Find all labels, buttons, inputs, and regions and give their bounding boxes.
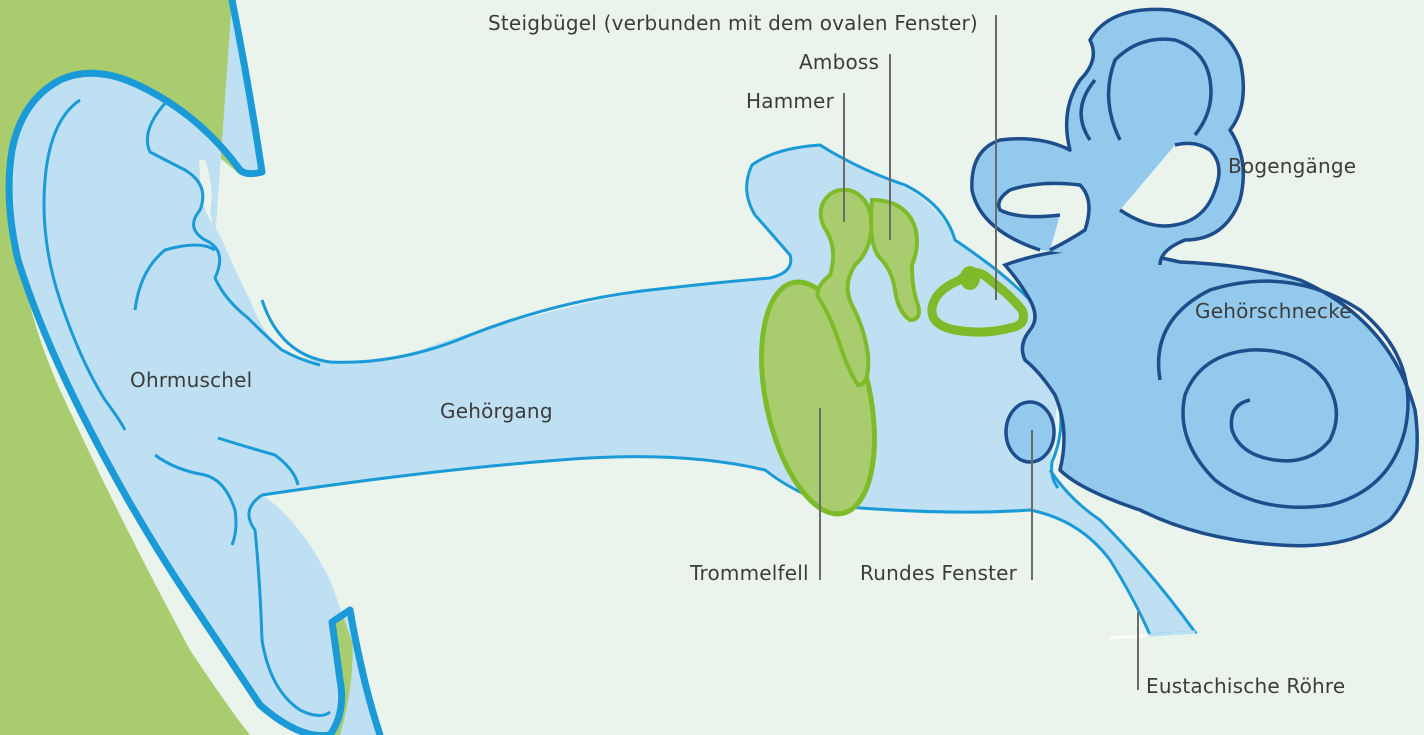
label-bogengaenge: Bogengänge <box>1228 155 1356 177</box>
label-trommelfell: Trommelfell <box>690 562 809 584</box>
label-ohrmuschel: Ohrmuschel <box>130 369 252 391</box>
label-gehoergang: Gehörgang <box>440 400 553 422</box>
label-eustachische-roehre: Eustachische Röhre <box>1146 675 1345 697</box>
label-amboss: Amboss <box>799 51 879 73</box>
label-rundes-fenster: Rundes Fenster <box>860 562 1017 584</box>
label-steigbuegel: Steigbügel (verbunden mit dem ovalen Fen… <box>488 12 978 34</box>
semicircular-canals <box>972 9 1243 265</box>
round-window <box>1006 402 1054 462</box>
label-gehoerschnecke: Gehörschnecke <box>1195 300 1352 322</box>
stirrup-head <box>960 266 980 290</box>
label-hammer: Hammer <box>746 90 834 112</box>
